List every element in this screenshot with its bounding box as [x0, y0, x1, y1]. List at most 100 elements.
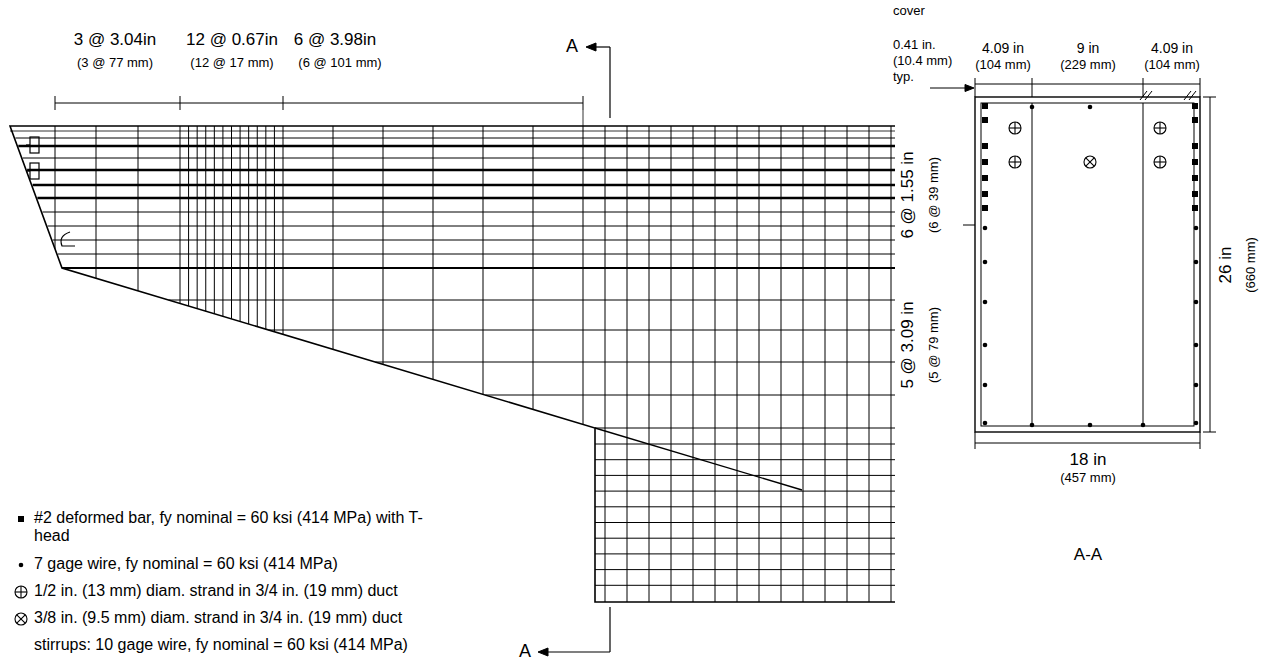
strand-duct-symbol	[1159, 156, 1160, 168]
stirrup-leg	[1032, 103, 1033, 426]
deformed-bar	[33, 184, 895, 186]
wire-line	[595, 491, 895, 492]
stirrup	[55, 126, 56, 249]
stirrup	[533, 126, 534, 409]
stirrup	[825, 126, 826, 602]
stirrup	[383, 126, 384, 364]
wire-line	[595, 506, 895, 507]
stirrup	[671, 126, 672, 602]
legend-text: 7 gage wire, fy nominal = 60 ksi (414 MP…	[34, 555, 338, 573]
dimension-line	[55, 103, 583, 104]
legend-swatch	[13, 511, 29, 527]
wire-line	[485, 395, 895, 396]
stirrup	[283, 126, 284, 334]
dimension-line	[975, 84, 1200, 85]
deformed-bar-symbol	[1192, 117, 1198, 123]
wire-line	[595, 459, 895, 460]
dimension-tick	[55, 96, 56, 110]
hatch-mark	[1145, 91, 1152, 100]
diagonal-bar	[595, 428, 802, 490]
legend-text: #2 deformed bar, fy nominal = 60 ksi (41…	[34, 509, 424, 546]
dimension-tick	[583, 96, 584, 110]
dimension-label: (6 @ 101 mm)	[298, 56, 381, 71]
section-outline	[975, 97, 1200, 432]
dimension-line	[975, 443, 1200, 444]
arrowhead	[538, 648, 548, 656]
deformed-bar-symbol	[1192, 143, 1198, 149]
dimension-tick	[1143, 78, 1144, 97]
stirrup	[781, 126, 782, 602]
wire-line	[42, 212, 895, 213]
wire-line	[53, 240, 895, 241]
stirrup-outline	[981, 103, 1194, 426]
stirrup	[715, 126, 716, 602]
deformed-bar-symbol	[982, 117, 988, 123]
dimension-tick	[975, 432, 976, 449]
wire-line	[23, 158, 895, 159]
dimension-tick	[1203, 432, 1216, 433]
section-line	[609, 47, 610, 118]
dimension-tick	[975, 78, 976, 97]
dimension-label: 18 in	[1070, 450, 1107, 470]
deformed-bar-symbol	[1192, 205, 1198, 211]
bar-hook	[61, 232, 75, 246]
dimension-label: (6 @ 39 mm)	[927, 157, 942, 233]
stirrup	[847, 126, 848, 602]
legend-text: 3/8 in. (9.5 mm) diam. strand in 3/4 in.…	[34, 609, 402, 627]
strand-duct-symbol	[1086, 158, 1094, 166]
wire-symbol	[983, 421, 988, 426]
stirrup	[248, 126, 249, 324]
wire-line	[595, 569, 895, 570]
arrowhead	[586, 43, 596, 51]
wire-symbol	[983, 300, 988, 305]
stirrup	[869, 126, 870, 602]
stirrup	[257, 126, 258, 327]
anchor-plate	[26, 170, 30, 171]
dimension-tick	[283, 96, 284, 110]
strand-duct-symbol	[1159, 122, 1160, 134]
stirrup	[891, 126, 892, 602]
wire-line	[595, 522, 895, 523]
deformed-bar-symbol	[1192, 103, 1198, 109]
wire-symbol	[983, 260, 988, 265]
wire-symbol	[983, 343, 988, 348]
note-label: cover	[893, 4, 925, 19]
strand-duct-symbol	[1009, 156, 1021, 168]
wire-line	[169, 300, 895, 301]
dimension-tick	[1203, 97, 1216, 98]
dimension-label: (3 @ 77 mm)	[77, 56, 153, 71]
deformed-bar-symbol	[982, 175, 988, 181]
dimension-label: (457 mm)	[1060, 471, 1116, 486]
stirrup	[180, 126, 181, 303]
note-label: stirrups: 10 gage wire, fy nominal = 60 …	[34, 636, 408, 654]
legend-text: 1/2 in. (13 mm) diam. strand in 3/4 in. …	[34, 582, 398, 600]
concrete-outline	[10, 126, 895, 602]
wire-symbol	[1088, 423, 1093, 428]
wire-symbol	[1194, 260, 1199, 265]
note-label: (10.4 mm)	[893, 54, 952, 69]
deformed-bar-symbol	[1192, 175, 1198, 181]
stirrup	[265, 126, 266, 329]
dimension-label: (12 @ 17 mm)	[190, 56, 273, 71]
dimension-line	[1210, 97, 1211, 432]
dimension-label: 26 in	[1216, 247, 1236, 284]
deformed-bar-symbol	[982, 159, 988, 165]
deformed-bar-symbol	[1192, 159, 1198, 165]
dimension-label: 9 in	[1077, 40, 1100, 56]
dimension-tick	[963, 225, 975, 226]
wire-line	[48, 226, 895, 227]
strand-duct-symbol	[1154, 122, 1166, 134]
deformed-bar	[27, 169, 895, 171]
wire-line	[58, 254, 895, 255]
wire-symbol	[983, 383, 988, 388]
stirrup-leg	[1143, 103, 1144, 426]
section-line	[609, 607, 610, 652]
wire-line	[595, 475, 895, 476]
wire-line	[595, 538, 895, 539]
stirrup	[759, 126, 760, 602]
wire-symbol	[1194, 421, 1199, 426]
dimension-tick	[180, 96, 181, 110]
section-mark: A	[519, 641, 531, 662]
dimension-label: 5 @ 3.09 in	[898, 301, 918, 388]
